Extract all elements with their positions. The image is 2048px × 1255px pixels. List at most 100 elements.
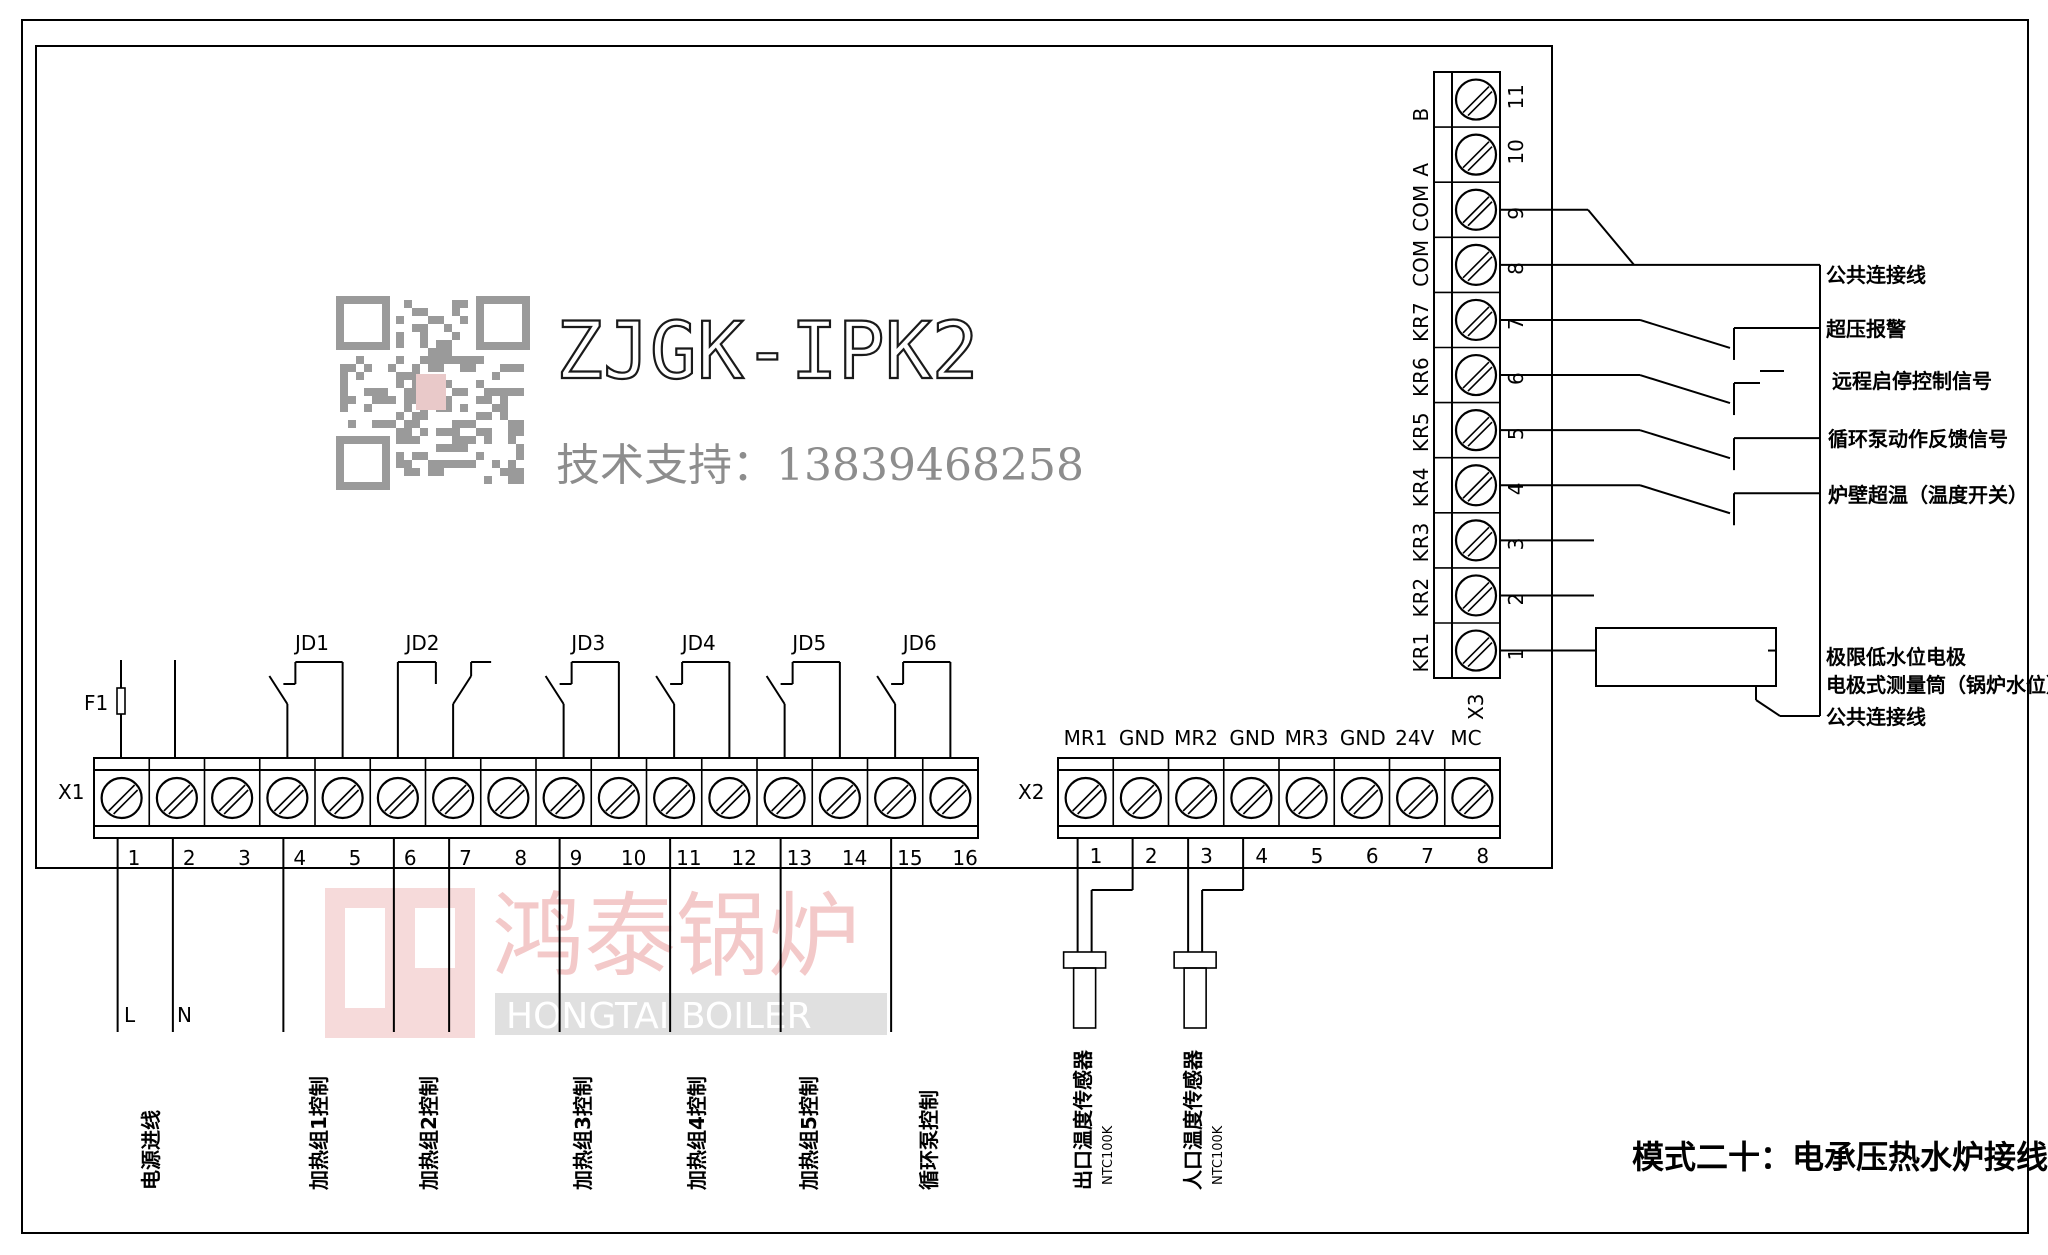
x3-annotation: 远程启停控制信号 — [1832, 369, 1992, 393]
x1-output-label: 电源进线 — [139, 1110, 163, 1190]
x1-terminal-number: 4 — [293, 846, 306, 870]
svg-text:JD4: JD4 — [680, 631, 716, 655]
relay-jd6: JD6 — [876, 631, 952, 758]
x1-terminal-number: 10 — [621, 846, 646, 870]
x1-output-label: 加热组3控制 — [571, 1076, 595, 1191]
x3-annotation: 公共连接线 — [1826, 705, 1926, 729]
watermark-cn: 鸿泰锅炉 — [492, 883, 860, 990]
x3-screw-3 — [1454, 519, 1498, 562]
x1-output-label: 加热组5控制 — [797, 1076, 821, 1191]
x2-label: X2 — [1018, 780, 1044, 804]
x1-output-label: 加热组2控制 — [417, 1076, 441, 1191]
x1-output-label: 加热组4控制 — [685, 1076, 709, 1191]
x3-screw-5 — [1454, 409, 1498, 452]
x1-terminal-number: 16 — [952, 846, 977, 870]
x1-screw-7 — [432, 776, 475, 820]
svg-text:JD1: JD1 — [293, 631, 329, 655]
x2-screw-4 — [1230, 776, 1273, 820]
sensor-type: NTC100K — [1101, 1125, 1116, 1185]
x3-pin-label: COM — [1409, 240, 1433, 287]
x1-screw-14 — [818, 776, 861, 820]
x3-screw-2 — [1454, 574, 1498, 617]
x2-pin-label: MR2 — [1174, 726, 1218, 750]
temp-sensor-1: 出口温度传感器 NTC100K — [1062, 838, 1134, 1190]
x2-pin-label: MR1 — [1064, 726, 1108, 750]
x1-output-label: 循环泵控制 — [917, 1090, 941, 1190]
x1-terminal-number: 3 — [238, 846, 251, 870]
x2-screw-3 — [1175, 776, 1218, 820]
relay-jd4: JD4 — [655, 631, 731, 758]
x3-screw-7 — [1454, 298, 1498, 342]
x3-annotation: 公共连接线 — [1826, 263, 1926, 287]
x2-terminal-number: 7 — [1421, 844, 1434, 868]
x1-terminal-number: 1 — [128, 846, 141, 870]
x1-screw-8 — [487, 776, 530, 820]
x1-terminal-number: 13 — [787, 846, 812, 870]
x3-annotation: 超压报警 — [1825, 317, 1906, 341]
temp-sensor-2: 人口温度传感器 NTC100K — [1173, 838, 1245, 1190]
x3-screw-9 — [1454, 188, 1498, 231]
x3-annotations: 公共连接线超压报警远程启停控制信号循环泵动作反馈信号炉壁超温（温度开关）极限低水… — [1825, 263, 2048, 729]
x1-screw-12 — [708, 776, 751, 820]
x1-terminal-number: 9 — [570, 846, 583, 870]
x2-pin-label: 24V — [1395, 726, 1434, 750]
x2-screw-6 — [1340, 776, 1383, 820]
x2-pin-label: GND — [1340, 726, 1386, 750]
x3-pin-label: A — [1409, 163, 1433, 177]
x1-terminal-number: 2 — [183, 846, 196, 870]
x2-terminal-number: 1 — [1090, 844, 1103, 868]
x3-pin-label: B — [1409, 108, 1433, 122]
x1-terminal-number: 14 — [842, 846, 867, 870]
x1-terminal-number: 5 — [349, 846, 362, 870]
x1-terminal-number: 11 — [676, 846, 701, 870]
x3-screw-6 — [1454, 353, 1498, 397]
x2-screw-1 — [1064, 776, 1107, 820]
x1-screw-1 — [100, 776, 143, 820]
x2-terminal-number: 4 — [1255, 844, 1268, 868]
qr-code-icon — [336, 296, 530, 490]
diagram-caption: 模式二十：电承压热水炉接线图 — [1632, 1138, 2048, 1176]
x3-annotation: 炉壁超温（温度开关） — [1828, 483, 2028, 507]
x1-terminal-number: 7 — [459, 846, 472, 870]
x2-pin-label: MC — [1450, 726, 1481, 750]
x3-annotation: 极限低水位电极 — [1826, 645, 1967, 669]
x2-pin-label: MR3 — [1285, 726, 1329, 750]
wire-l-label: L — [124, 1003, 136, 1027]
x1-screw-16 — [929, 776, 972, 820]
x3-screw-1 — [1454, 629, 1498, 672]
x2-screw-2 — [1119, 776, 1162, 820]
x2-sensors: 出口温度传感器 NTC100K 人口温度传感器 NTC100K — [1062, 838, 1245, 1190]
watermark: 鸿泰锅炉 HONGTAI BOILER — [325, 883, 887, 1038]
x1-output-label: 加热组1控制 — [307, 1076, 331, 1191]
x1-terminal-number: 6 — [404, 846, 417, 870]
fuse-label: F1 — [84, 691, 108, 715]
x1-screw-3 — [211, 776, 254, 820]
sensor-name: 人口温度传感器 — [1181, 1049, 1205, 1190]
sensor-type: NTC100K — [1211, 1125, 1226, 1185]
x1-screw-9 — [542, 776, 585, 820]
x1-label: X1 — [58, 780, 84, 804]
watermark-en: HONGTAI BOILER — [506, 996, 812, 1037]
wire-n-label: N — [177, 1003, 192, 1027]
x1-screw-4 — [266, 776, 309, 820]
svg-text:JD5: JD5 — [790, 631, 826, 655]
x3-screw-8 — [1454, 243, 1498, 286]
x3-terminal-number: 11 — [1504, 84, 1528, 109]
x3-pin-label: KR1 — [1409, 633, 1433, 673]
x3-pin-label: KR6 — [1409, 357, 1433, 397]
x3-pin-label: KR5 — [1409, 412, 1433, 452]
x3-annotation: 循环泵动作反馈信号 — [1828, 427, 2008, 451]
x3-pin-label: KR3 — [1409, 523, 1433, 563]
x2-screw-8 — [1451, 776, 1494, 820]
x3-screw-4 — [1454, 464, 1498, 507]
x1-screw-6 — [376, 776, 419, 820]
relay-jd3: JD3 — [544, 631, 620, 758]
x3-pin-label: KR7 — [1409, 302, 1433, 342]
support-phone: 技术支持：13839468258 — [556, 440, 1084, 491]
relay-jd1: JD1 — [268, 631, 344, 758]
sensor-name: 出口温度传感器 — [1071, 1049, 1095, 1190]
